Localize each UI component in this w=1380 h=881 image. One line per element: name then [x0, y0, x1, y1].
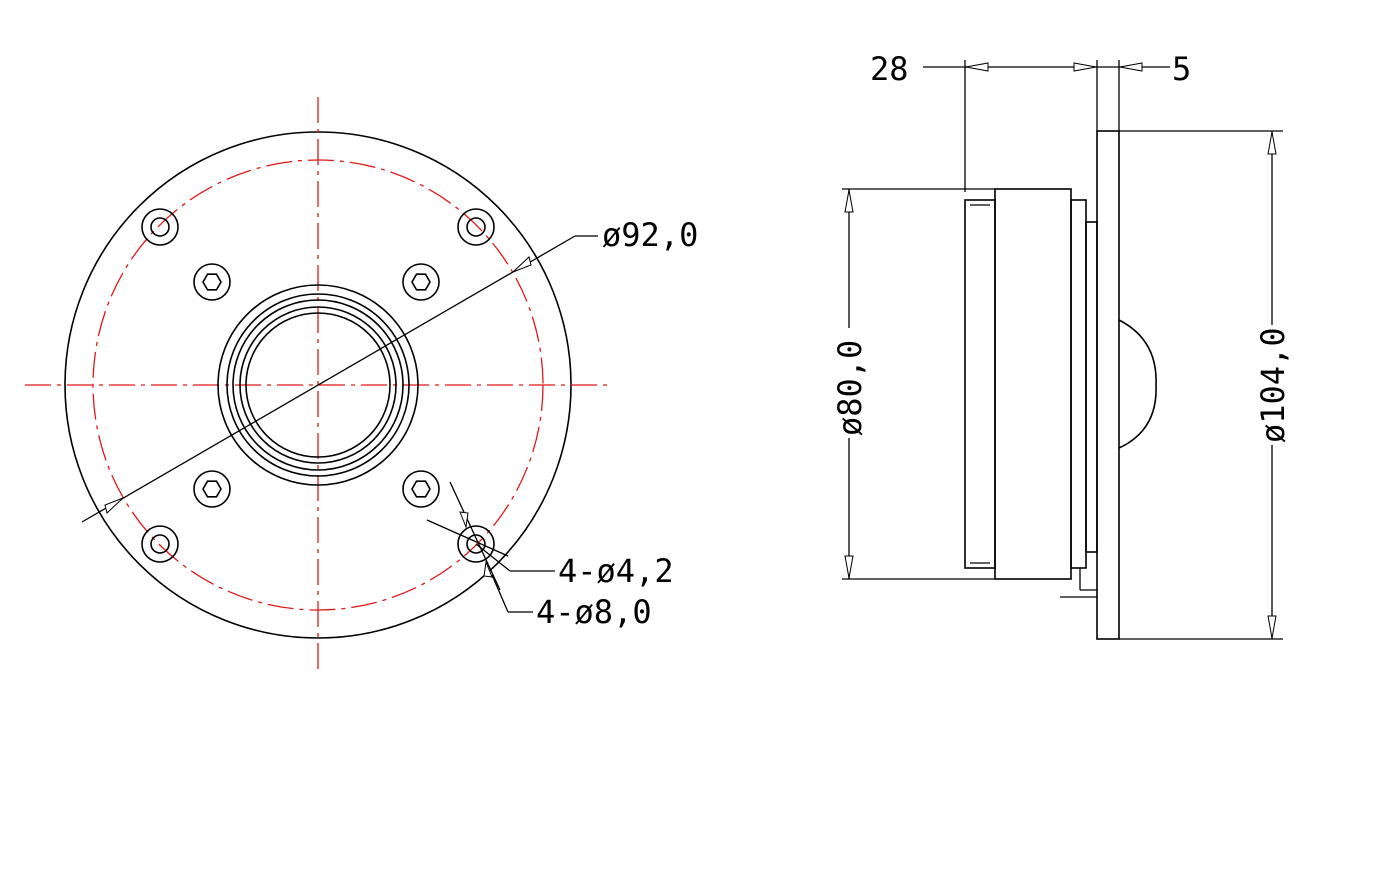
hole-small-dim-label: 4-ø4,2 [558, 552, 674, 590]
mounting-hole [457, 208, 495, 246]
side-magnet-body [994, 188, 1072, 580]
hex-screw [402, 470, 440, 508]
side-front-plate [964, 199, 996, 569]
hole-large-dim-label: 4-ø8,0 [536, 593, 652, 631]
side-spacer [1070, 199, 1087, 569]
side-terminal [1060, 568, 1097, 598]
flange-diameter-dimension: ø104,0 [1119, 130, 1292, 640]
hex-screw [402, 263, 440, 301]
hex-screw [193, 470, 231, 508]
side-spacer-inner [1085, 221, 1098, 553]
side-dome [1118, 319, 1157, 449]
side-flange-plate [1096, 130, 1120, 640]
hole-callout-dimension: 4-ø4,2 4-ø8,0 [426, 481, 674, 631]
body-diameter-dimension: ø80,0 [831, 188, 995, 580]
hex-screw [193, 263, 231, 301]
center-dome-rings [217, 284, 419, 486]
bolt-circle-dim-label: ø92,0 [602, 216, 698, 254]
bolt-circle-dimension: ø92,0 [81, 216, 698, 523]
body-diameter-dim-label: ø80,0 [831, 340, 869, 436]
depth-dimension: 28 5 [870, 50, 1191, 192]
depth-dim-label: 28 [870, 50, 909, 88]
mounting-hole [141, 525, 179, 563]
mounting-hole [457, 525, 495, 563]
side-view: 28 5 ø80,0 ø104,0 [831, 50, 1292, 640]
flange-dim-label: 5 [1172, 50, 1191, 88]
mounting-hole [141, 208, 179, 246]
front-view: ø92,0 4-ø4,2 4-ø8,0 [25, 97, 698, 672]
flange-diameter-dim-label: ø104,0 [1254, 327, 1292, 443]
